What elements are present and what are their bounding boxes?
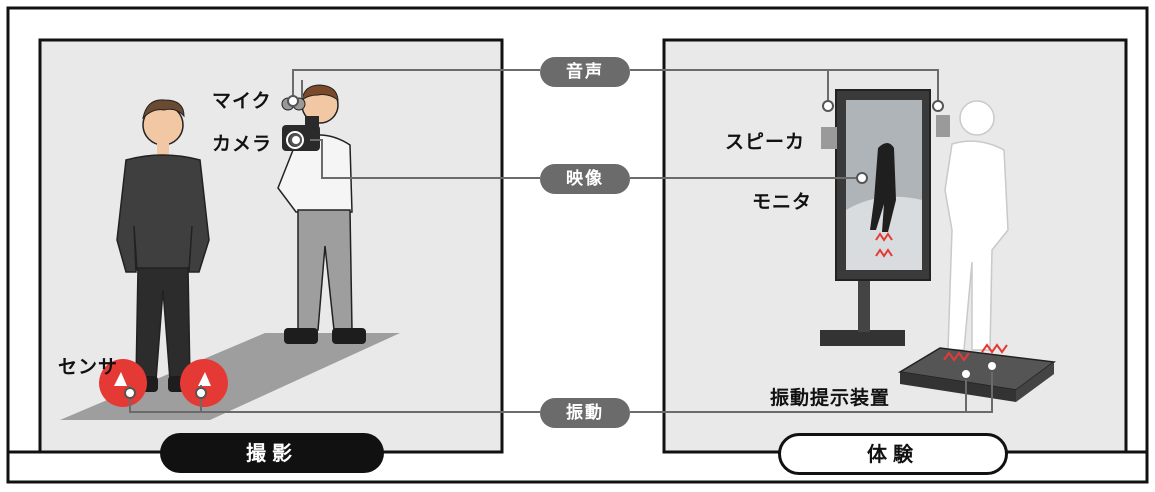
- vibration-pill: 振動: [540, 398, 630, 428]
- mic-label: マイク: [212, 90, 272, 112]
- sensor-label: センサ: [58, 356, 119, 378]
- audio-pill: 音声: [540, 57, 630, 87]
- left-caption: 撮影: [160, 433, 384, 473]
- haptic-device-label: 振動提示装置: [770, 387, 891, 409]
- camera-operator-figure: [277, 84, 366, 344]
- speaker-right: [936, 115, 950, 137]
- left-panel: [38, 38, 504, 454]
- camera-label: カメラ: [212, 133, 273, 155]
- monitor-unit: [820, 89, 931, 346]
- right-panel: [662, 38, 1128, 454]
- video-pill: 映像: [540, 164, 630, 194]
- monitor-label: モニタ: [752, 191, 813, 213]
- floor-strip: [60, 333, 400, 420]
- right-caption: 体験: [778, 433, 1008, 475]
- haptic-platform: [897, 343, 1056, 402]
- speaker-label: スピーカ: [725, 131, 806, 153]
- speaker-left: [821, 127, 837, 149]
- connection-dots: [124, 95, 998, 399]
